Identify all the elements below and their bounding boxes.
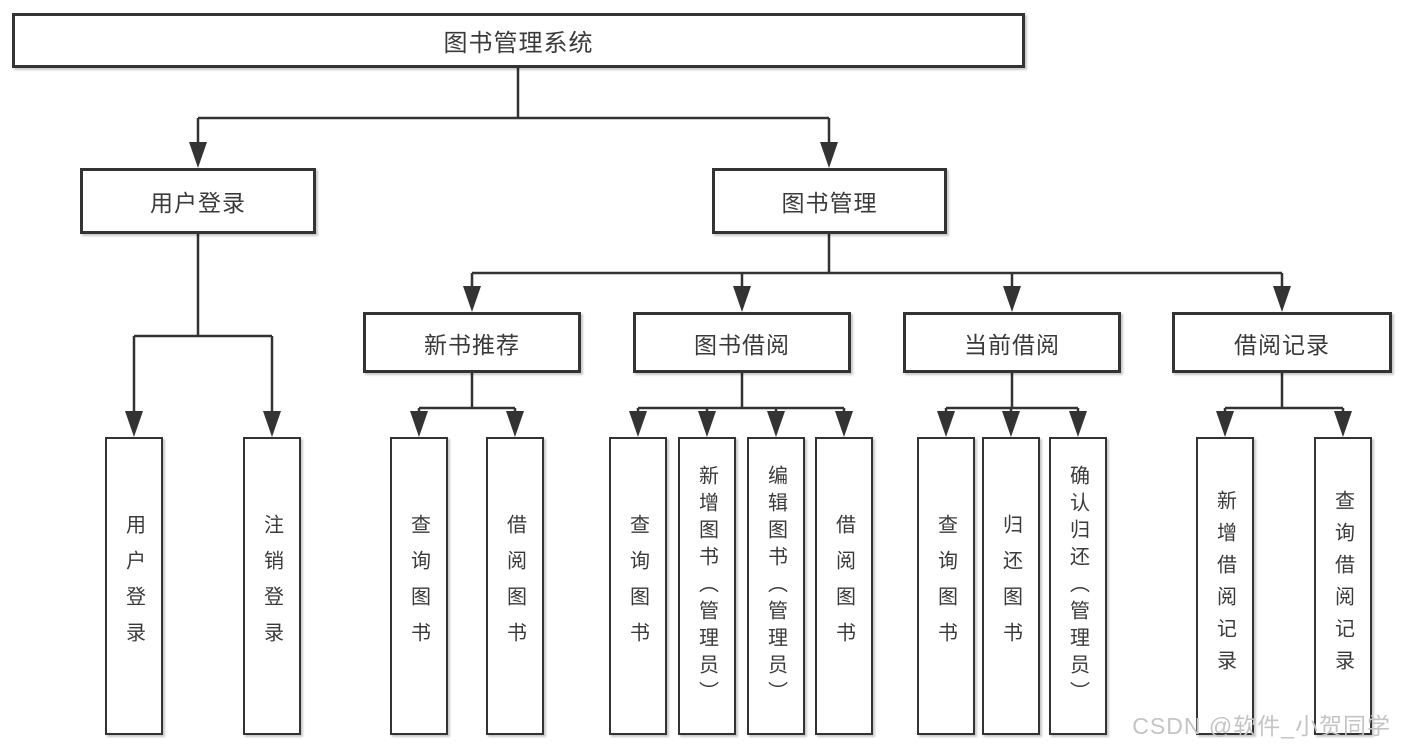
node-nb-borrow-books-label: 借阅图书 (503, 514, 526, 658)
node-nb-borrow-books: 借阅图书 (486, 437, 544, 735)
node-cb-confirm-return: 确认归还（管理员） (1049, 437, 1107, 735)
node-bb-add-books: 新增图书（管理员） (678, 437, 736, 735)
node-bb-add-books-label: 新增图书（管理员） (695, 464, 718, 708)
node-bb-edit-books-label: 编辑图书（管理员） (764, 464, 787, 708)
node-new-books-label: 新书推荐 (424, 331, 520, 358)
node-login-label: 用户登录 (122, 514, 145, 658)
node-br-add-record: 新增借阅记录 (1196, 437, 1254, 735)
node-cb-return-books: 归还图书 (982, 437, 1040, 735)
root-node-label: 图书管理系统 (443, 30, 594, 57)
node-book-borrowing-label: 图书借阅 (694, 331, 790, 358)
csdn-watermark: CSDN @软件_小贺同学 (1132, 713, 1391, 739)
node-book-borrowing: 图书借阅 (633, 312, 851, 373)
node-new-books: 新书推荐 (363, 312, 581, 373)
node-cb-confirm-return-label: 确认归还（管理员） (1066, 464, 1089, 708)
node-br-query-record: 查询借阅记录 (1314, 437, 1372, 735)
node-book-mgmt: 图书管理 (712, 168, 947, 234)
node-logout-label: 注销登录 (260, 514, 283, 658)
node-bb-edit-books: 编辑图书（管理员） (747, 437, 805, 735)
node-user-login: 用户登录 (80, 168, 316, 234)
node-br-query-record-label: 查询借阅记录 (1331, 490, 1354, 682)
node-cb-query-books-label: 查询图书 (934, 514, 957, 658)
node-br-add-record-label: 新增借阅记录 (1213, 490, 1236, 682)
arrowheads (125, 142, 1352, 437)
node-bb-borrow-books: 借阅图书 (815, 437, 873, 735)
node-book-mgmt-label: 图书管理 (781, 190, 878, 216)
node-login: 用户登录 (105, 437, 163, 735)
node-logout: 注销登录 (243, 437, 301, 735)
node-cb-return-books-label: 归还图书 (999, 514, 1022, 658)
node-current-borrowing: 当前借阅 (903, 312, 1121, 373)
node-nb-query-books-label: 查询图书 (407, 514, 430, 658)
node-bb-query-books-label: 查询图书 (626, 514, 649, 658)
node-nb-query-books: 查询图书 (390, 437, 448, 735)
node-borrow-records: 借阅记录 (1172, 312, 1392, 373)
node-current-borrowing-label: 当前借阅 (964, 331, 1060, 358)
node-borrow-records-label: 借阅记录 (1234, 331, 1330, 358)
node-bb-query-books: 查询图书 (609, 437, 667, 735)
node-bb-borrow-books-label: 借阅图书 (832, 514, 855, 658)
node-cb-query-books: 查询图书 (917, 437, 975, 735)
root-node: 图书管理系统 (12, 13, 1025, 68)
node-user-login-label: 用户登录 (150, 190, 246, 216)
